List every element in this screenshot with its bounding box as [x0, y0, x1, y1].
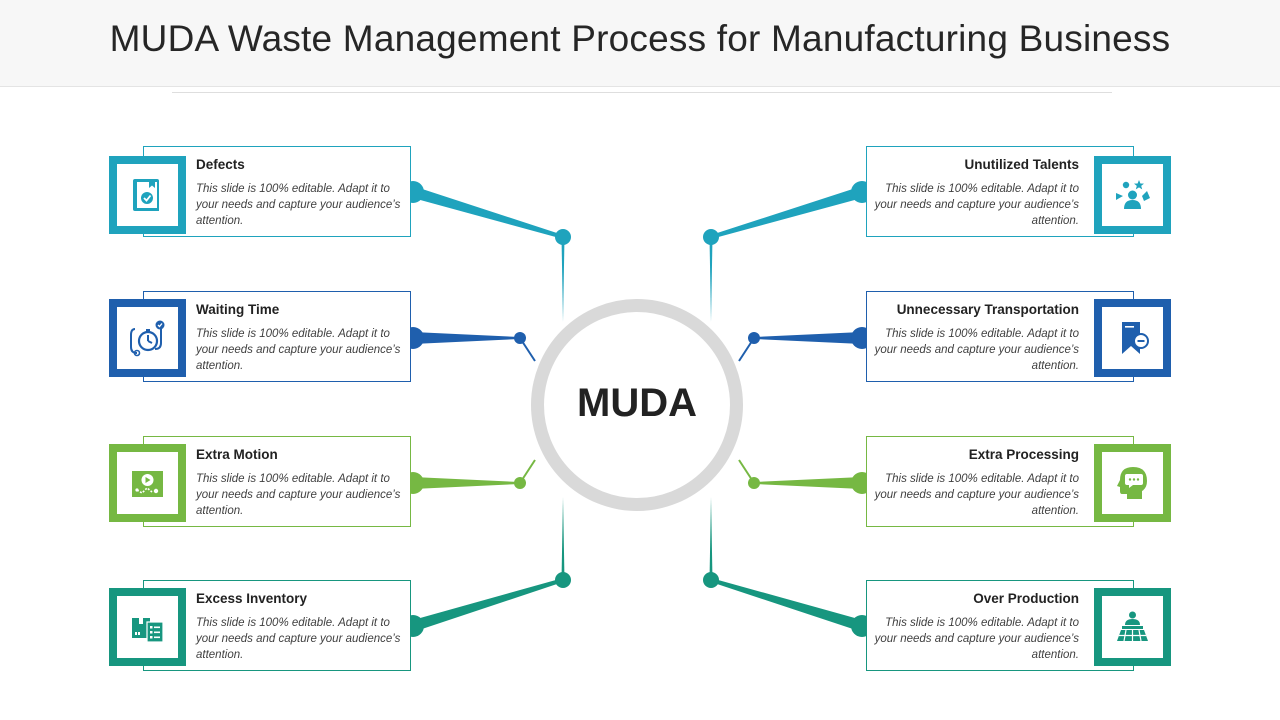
stopwatch-icon — [130, 320, 165, 357]
card-title: Extra Processing — [968, 447, 1079, 462]
card-title: Extra Motion — [196, 447, 278, 462]
card-description: This slide is 100% editable. Adapt it to… — [874, 473, 1079, 517]
card-description: This slide is 100% editable. Adapt it to… — [196, 617, 401, 661]
card-title: Unnecessary Transportation — [896, 302, 1079, 317]
card-extra-motion[interactable]: Extra Motion This slide is 100% editable… — [143, 436, 411, 527]
card-excess-inventory[interactable]: Excess Inventory This slide is 100% edit… — [143, 580, 411, 671]
icon-tile-waiting-time — [109, 299, 186, 377]
bookmark-minus-icon — [1122, 322, 1149, 354]
card-title: Waiting Time — [196, 302, 280, 317]
card-title: Unutilized Talents — [964, 157, 1079, 172]
icon-tile-excess-inventory — [109, 588, 186, 666]
head-chat-icon — [1117, 467, 1147, 499]
icon-tile-extra-processing — [1094, 444, 1171, 522]
connector-unnecessary-transportation — [738, 327, 873, 362]
icon-tile-over-production — [1094, 588, 1171, 666]
card-over-production[interactable]: Over Production This slide is 100% edita… — [866, 580, 1134, 671]
card-unutilized-talents[interactable]: Unutilized Talents This slide is 100% ed… — [866, 146, 1134, 237]
icon-tile-extra-motion — [109, 444, 186, 522]
document-check-icon — [133, 179, 159, 211]
card-title: Over Production — [973, 591, 1079, 606]
card-unnecessary-transportation[interactable]: Unnecessary Transportation This slide is… — [866, 291, 1134, 382]
center-label: MUDA — [577, 381, 697, 425]
card-description: This slide is 100% editable. Adapt it to… — [196, 328, 401, 372]
connector-unutilized-talents — [703, 181, 873, 322]
title-bar: MUDA Waste Management Process for Manufa… — [0, 0, 1280, 87]
connector-excess-inventory — [402, 497, 571, 637]
icon-tile-unutilized-talents — [1094, 156, 1171, 234]
card-description: This slide is 100% editable. Adapt it to… — [874, 183, 1079, 227]
slide-title: MUDA Waste Management Process for Manufa… — [109, 18, 1171, 59]
divider-line — [172, 92, 1112, 93]
card-description: This slide is 100% editable. Adapt it to… — [874, 617, 1079, 661]
card-defects[interactable]: Defects This slide is 100% editable. Ada… — [143, 146, 411, 237]
talent-person-icon — [1116, 180, 1150, 209]
production-line-icon — [1117, 611, 1148, 642]
connector-extra-processing — [738, 459, 873, 494]
icon-tile-defects — [109, 156, 186, 234]
card-description: This slide is 100% editable. Adapt it to… — [196, 183, 401, 227]
card-extra-processing[interactable]: Extra Processing This slide is 100% edit… — [866, 436, 1134, 527]
card-description: This slide is 100% editable. Adapt it to… — [874, 328, 1079, 372]
card-description: This slide is 100% editable. Adapt it to… — [196, 473, 401, 517]
icon-tile-unnecessary-transportation — [1094, 299, 1171, 377]
card-title: Excess Inventory — [196, 591, 308, 606]
video-motion-icon — [132, 471, 163, 497]
connector-defects — [402, 181, 571, 322]
connector-extra-motion — [402, 459, 536, 494]
card-waiting-time[interactable]: Waiting Time This slide is 100% editable… — [143, 291, 411, 382]
connector-over-production — [703, 497, 873, 637]
connector-waiting-time — [402, 327, 536, 362]
inventory-box-icon — [132, 618, 164, 643]
card-title: Defects — [196, 157, 245, 172]
